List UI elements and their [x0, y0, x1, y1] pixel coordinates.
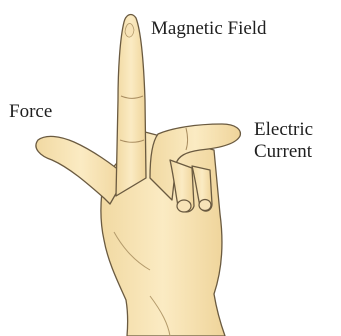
thumb-finger [36, 136, 126, 204]
magnetic-field-label: Magnetic Field [151, 18, 267, 40]
little-fingertip [199, 200, 211, 211]
electric-current-label: Electric Current [254, 119, 313, 163]
force-label: Force [9, 101, 52, 123]
index-finger [116, 15, 146, 196]
electric-current-label-line1: Electric [254, 119, 313, 141]
index-fingernail [125, 23, 134, 37]
electric-current-label-line2: Current [254, 141, 313, 163]
ring-fingertip [177, 200, 191, 212]
